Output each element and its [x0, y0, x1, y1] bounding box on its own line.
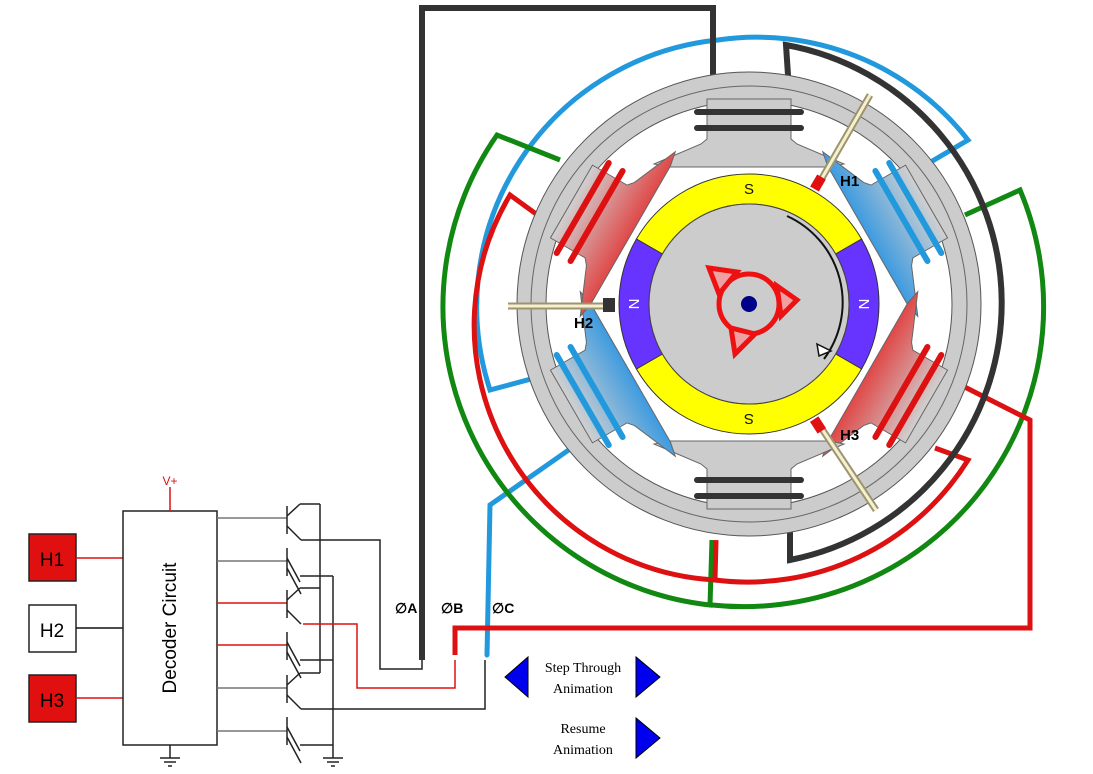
hall-input-h1: H1 — [28, 533, 123, 582]
step-label-line1: Step Through — [545, 661, 621, 676]
tooth-lower-right — [821, 290, 949, 458]
rotor-hub — [705, 264, 801, 360]
hall-sensor-h1-probe: H1 — [810, 93, 874, 192]
magnet-pole-label: S — [744, 410, 754, 427]
tooth-top — [652, 98, 846, 168]
phase-c-winding-wire — [474, 34, 972, 658]
transistor — [286, 717, 302, 764]
transistor — [286, 632, 302, 679]
tooth-bottom — [652, 440, 846, 510]
stator: S N S N — [516, 71, 982, 537]
neutral-green-wire — [440, 131, 1047, 610]
supply-label: V+ — [162, 474, 177, 488]
coil-winding — [553, 159, 612, 257]
transistor — [286, 503, 302, 541]
svg-text:Decoder Circuit: Decoder Circuit — [160, 562, 181, 694]
phase-a-winding-wire — [419, 5, 1005, 660]
coil-winding — [567, 167, 626, 265]
coil-winding — [872, 343, 931, 441]
hall-input-h3: H3 — [28, 674, 123, 723]
resume-label-line1: Resume — [560, 722, 605, 737]
rotation-arrowhead-icon — [816, 342, 833, 358]
svg-text:H3: H3 — [40, 691, 64, 712]
magnet-pole-label: N — [626, 299, 643, 310]
step-back-button[interactable] — [504, 655, 529, 699]
phase-c-label: ∅C — [492, 600, 514, 616]
hall-input-h2: H2 — [28, 604, 123, 653]
rotor: S N S N — [616, 171, 882, 437]
coil-winding — [872, 167, 931, 265]
step-forward-button[interactable] — [635, 655, 661, 699]
transistor — [286, 548, 302, 595]
transistor — [286, 672, 302, 710]
phase-a-label: ∅A — [395, 600, 417, 616]
coil-winding — [886, 159, 945, 257]
coil-winding — [886, 351, 945, 449]
transistor-bridge — [217, 503, 486, 767]
rotation-arrow — [786, 215, 844, 360]
ground-icon — [160, 745, 180, 767]
phase-b-winding-wire — [452, 191, 1033, 655]
hall-sensor-h3-probe: H3 — [809, 416, 879, 512]
tooth-upper-left — [549, 150, 677, 318]
hall-sensor-h2-probe: H2 — [508, 298, 615, 332]
phase-b-label: ∅B — [441, 600, 463, 616]
ground-icon — [323, 757, 343, 767]
transistor — [286, 587, 302, 625]
svg-text:H1: H1 — [40, 550, 64, 571]
decoder-circuit: Decoder Circuit V+ — [122, 474, 218, 767]
magnet-pole-label: S — [744, 181, 754, 198]
motor-label-h2: H2 — [574, 315, 593, 332]
motor-label-h3: H3 — [840, 427, 859, 444]
coil-winding — [553, 351, 612, 449]
resume-animation-button[interactable] — [635, 716, 661, 760]
coil-winding — [567, 343, 626, 441]
magnet-pole-label: N — [855, 299, 872, 310]
motor-label-h1: H1 — [840, 173, 859, 190]
svg-text:H2: H2 — [40, 621, 64, 642]
shaft — [741, 296, 757, 312]
step-label-line2: Animation — [553, 682, 613, 697]
resume-label-line2: Animation — [553, 743, 613, 758]
